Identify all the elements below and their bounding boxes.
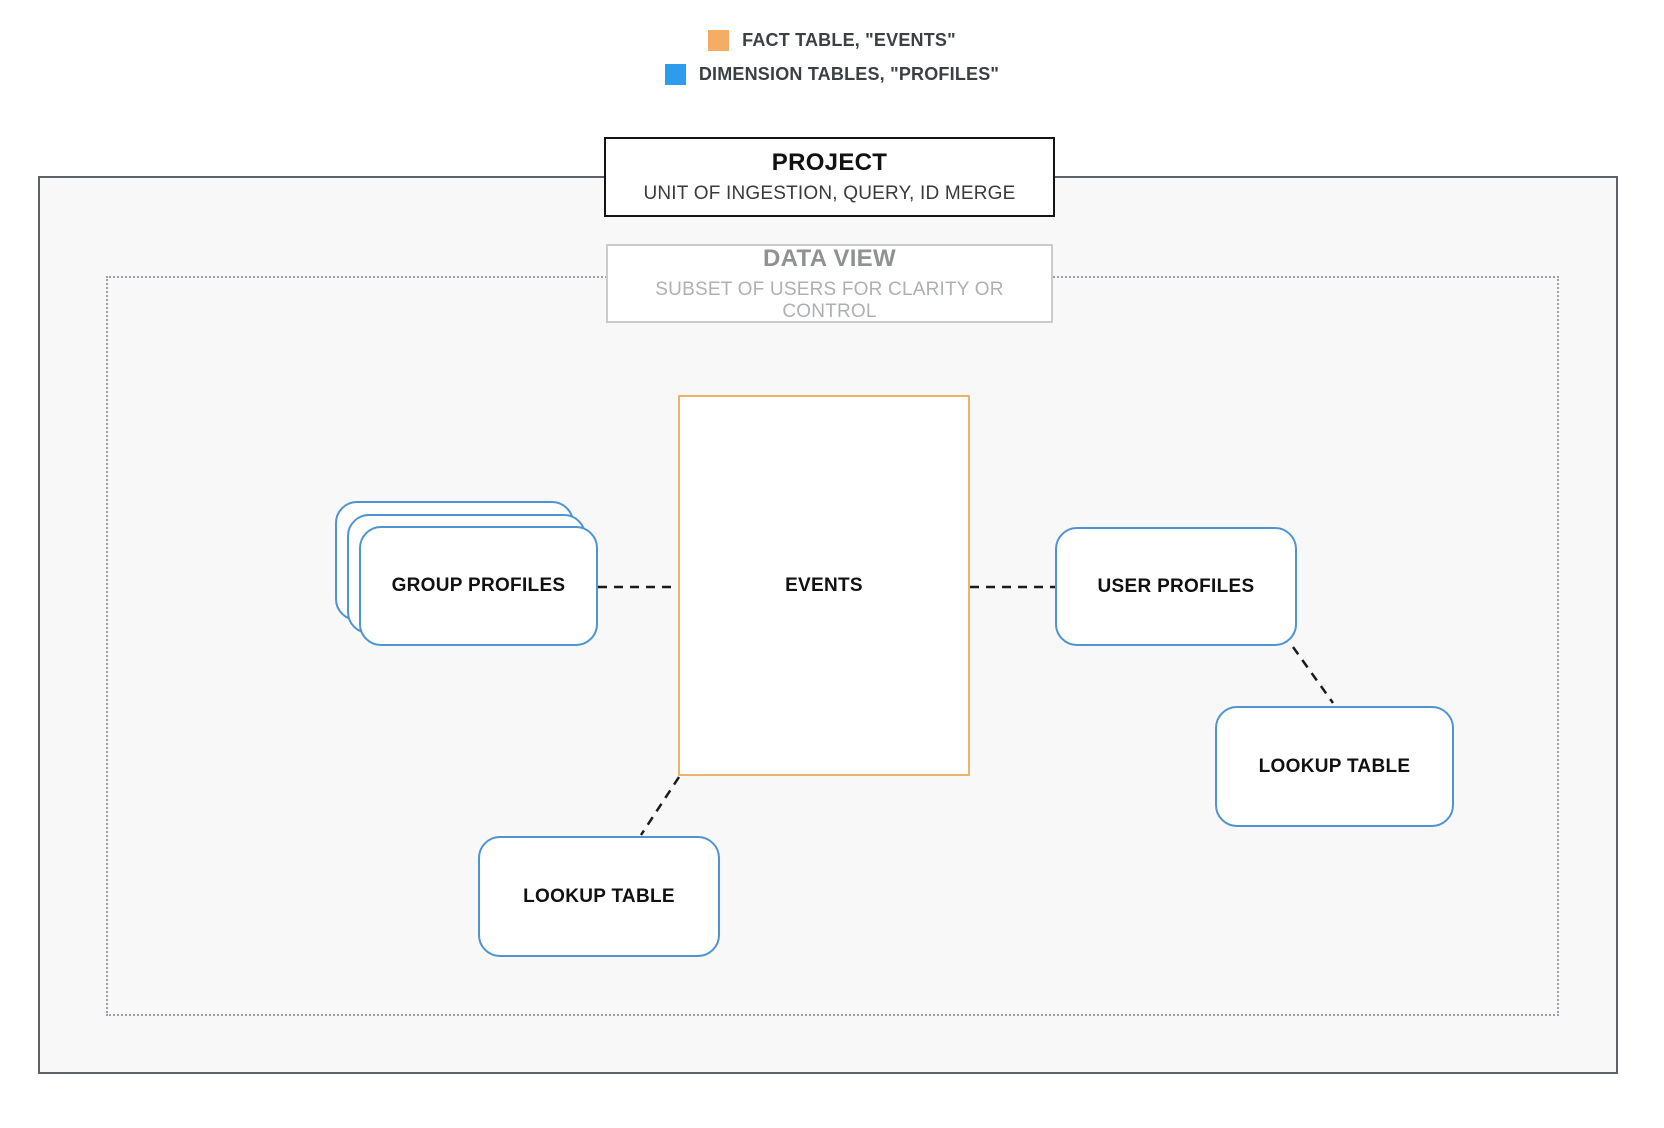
node-lookup-table-bottom-label: LOOKUP TABLE: [523, 885, 675, 907]
node-events: EVENTS: [678, 395, 970, 776]
node-group-profiles-label: GROUP PROFILES: [391, 575, 566, 596]
node-group-profiles: GROUP PROFILES: [335, 501, 622, 672]
project-subtitle: UNIT OF INGESTION, QUERY, ID MERGE: [643, 183, 1016, 204]
node-events-label: EVENTS: [785, 574, 863, 596]
legend-item-dimension: DIMENSION TABLES, "PROFILES": [664, 64, 1000, 85]
node-lookup-table-bottom: LOOKUP TABLE: [478, 836, 720, 957]
dimension-table-swatch-icon: [664, 64, 686, 85]
legend: FACT TABLE, "EVENTS" DIMENSION TABLES, "…: [0, 30, 1664, 85]
legend-label-fact: FACT TABLE, "EVENTS": [742, 30, 956, 50]
project-title: PROJECT: [771, 149, 888, 176]
legend-item-fact: FACT TABLE, "EVENTS": [708, 30, 956, 51]
legend-label-dimension: DIMENSION TABLES, "PROFILES": [698, 64, 1000, 84]
project-header-box: PROJECT UNIT OF INGESTION, QUERY, ID MER…: [604, 137, 1055, 217]
data-view-header-box: DATA VIEW SUBSET OF USERS FOR CLARITY OR…: [606, 244, 1053, 323]
node-user-profiles: USER PROFILES: [1055, 527, 1297, 646]
node-lookup-table-right-label: LOOKUP TABLE: [1258, 755, 1411, 777]
data-view-subtitle: SUBSET OF USERS FOR CLARITY OR CONTROL: [655, 278, 1004, 322]
node-lookup-table-right: LOOKUP TABLE: [1215, 706, 1454, 827]
fact-table-swatch-icon: [708, 30, 730, 51]
group-profiles-front-card: GROUP PROFILES: [359, 526, 598, 646]
data-view-title: DATA VIEW: [763, 244, 896, 272]
node-user-profiles-label: USER PROFILES: [1097, 575, 1255, 597]
